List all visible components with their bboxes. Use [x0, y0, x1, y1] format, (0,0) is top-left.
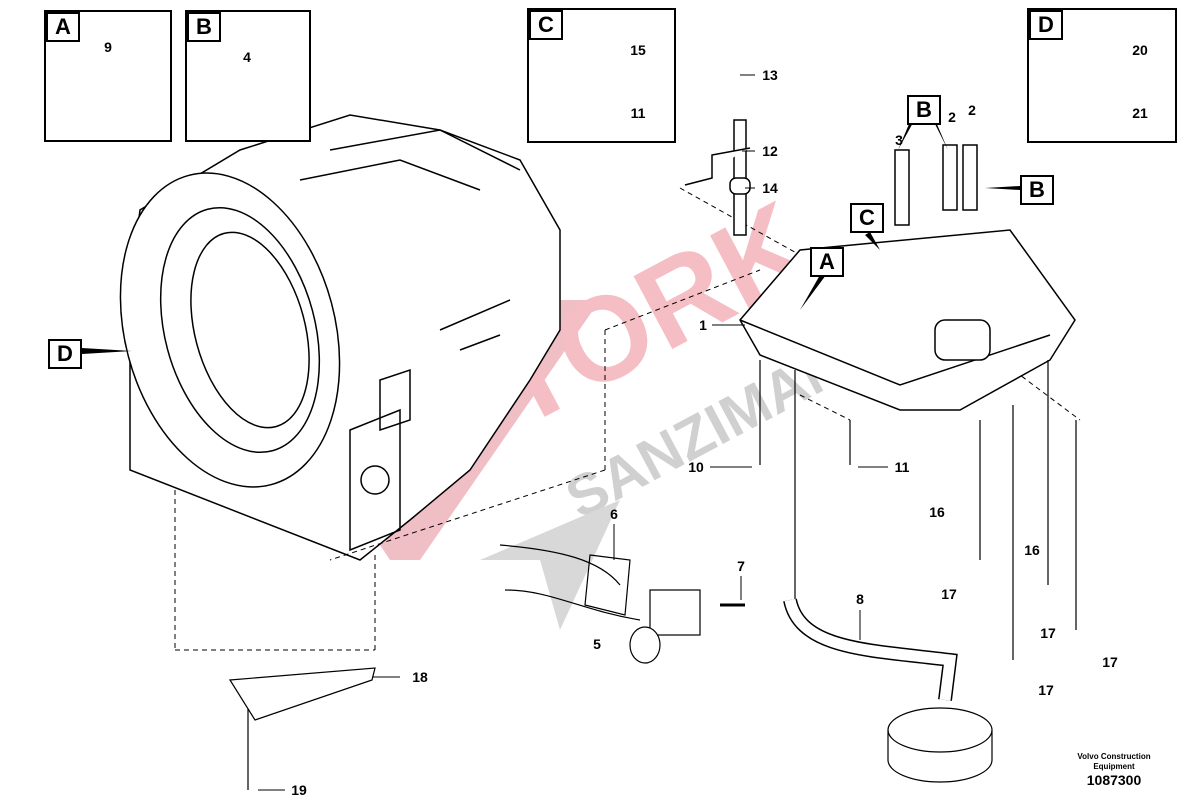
- part-label-17b: 17: [1040, 625, 1056, 641]
- part-label-11-detail: 11: [630, 105, 646, 121]
- assembly-lines: [174, 187, 1081, 651]
- part-label-1: 1: [699, 317, 707, 333]
- publisher-credit: Volvo Construction Equipment: [1077, 752, 1150, 772]
- part-label-2a: 2: [948, 109, 956, 125]
- callout-d: D: [48, 339, 82, 369]
- part-label-18: 18: [412, 669, 428, 685]
- part-label-21: 21: [1132, 105, 1148, 121]
- part-label-2b: 2: [968, 102, 976, 118]
- part-label-6: 6: [610, 506, 618, 522]
- part-label-14: 14: [762, 180, 778, 196]
- part-label-12: 12: [762, 143, 778, 159]
- detail-letter-c: C: [529, 10, 563, 40]
- detail-box-c: C: [527, 8, 676, 143]
- bolts-and-leaders: [68, 87, 1077, 790]
- detail-letter-a: A: [46, 12, 80, 42]
- part-label-13: 13: [762, 67, 778, 83]
- part-label-4: 4: [243, 49, 251, 65]
- part-label-11: 11: [894, 459, 910, 475]
- part-label-17d: 17: [1038, 682, 1054, 698]
- detail-letter-d: D: [1029, 10, 1063, 40]
- transmission-housing: [119, 114, 561, 561]
- part-label-9: 9: [104, 39, 112, 55]
- detail-box-d: D: [1027, 8, 1177, 143]
- part-label-17c: 17: [1102, 654, 1118, 670]
- part-label-16a: 16: [929, 504, 945, 520]
- detail-letter-b: B: [187, 12, 221, 42]
- callout-b-upper: B: [907, 95, 941, 125]
- credit-line-1: Volvo Construction: [1077, 752, 1151, 761]
- part-label-5: 5: [593, 636, 601, 652]
- part-label-19: 19: [291, 782, 307, 798]
- callout-a: A: [810, 247, 844, 277]
- part-label-7: 7: [737, 558, 745, 574]
- document-number: 1087300: [1086, 772, 1142, 788]
- callout-c: C: [850, 203, 884, 233]
- detail-box-b: B: [185, 10, 311, 142]
- part-label-15: 15: [630, 42, 646, 58]
- credit-line-2: Equipment: [1093, 762, 1135, 771]
- part-label-10: 10: [688, 459, 704, 475]
- callout-b-right: B: [1020, 175, 1054, 205]
- detail-box-a: A: [44, 10, 172, 142]
- part-label-3: 3: [895, 132, 903, 148]
- part-label-8: 8: [856, 591, 864, 607]
- valve-body: [684, 119, 1076, 411]
- part-label-20: 20: [1132, 42, 1148, 58]
- part-label-16b: 16: [1024, 542, 1040, 558]
- part-label-17a: 17: [941, 586, 957, 602]
